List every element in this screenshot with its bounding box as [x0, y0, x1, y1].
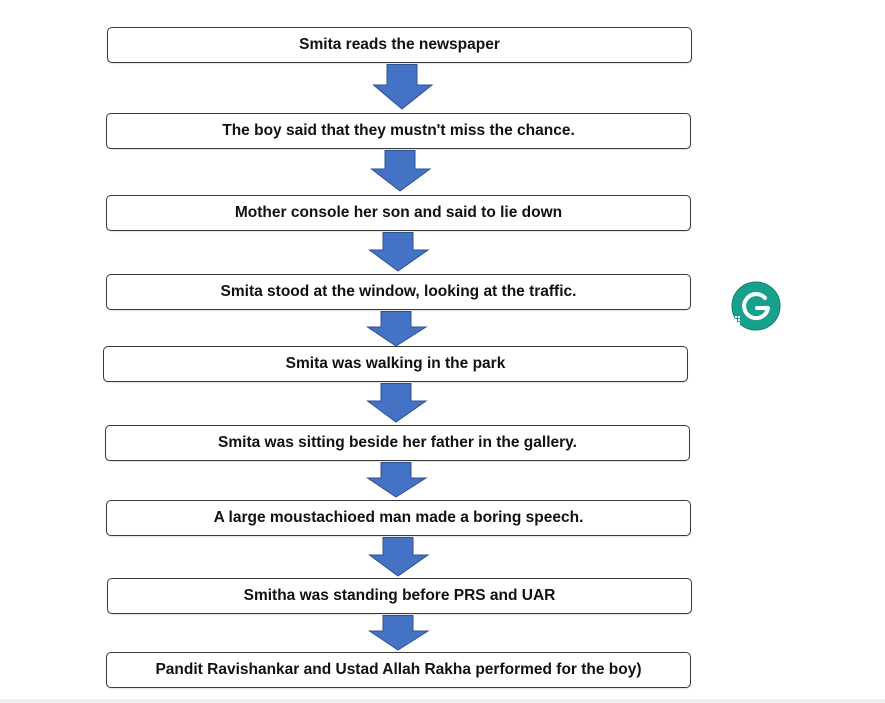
down-arrow-icon — [372, 64, 434, 110]
down-arrow-icon — [365, 311, 428, 347]
flow-step-5: Smita was walking in the park — [103, 346, 688, 382]
flow-step-2: The boy said that they mustn't miss the … — [106, 113, 691, 149]
flow-step-4: Smita stood at the window, looking at th… — [106, 274, 691, 310]
flow-step-label: Smita was walking in the park — [285, 355, 506, 372]
flow-step-label: Smitha was standing before PRS and UAR — [243, 587, 556, 604]
down-arrow-icon — [367, 537, 430, 577]
flow-step-label: Pandit Ravishankar and Ustad Allah Rakha… — [155, 661, 642, 678]
flow-step-1: Smita reads the newspaper — [107, 27, 692, 63]
flow-step-3: Mother console her son and said to lie d… — [106, 195, 691, 231]
down-arrow-icon — [365, 462, 428, 498]
flow-step-label: A large moustachioed man made a boring s… — [213, 509, 584, 526]
flow-step-9: Pandit Ravishankar and Ustad Allah Rakha… — [106, 652, 691, 688]
flow-step-label: Smita was sitting beside her father in t… — [218, 434, 577, 451]
down-arrow-icon — [370, 150, 432, 192]
down-arrow-icon — [365, 383, 428, 423]
flow-step-label: Mother console her son and said to lie d… — [234, 204, 563, 221]
flow-step-7: A large moustachioed man made a boring s… — [106, 500, 691, 536]
flow-step-label: Smita stood at the window, looking at th… — [220, 283, 577, 300]
down-arrow-icon — [367, 615, 430, 651]
page-bottom-divider — [0, 699, 885, 703]
flow-step-label: Smita reads the newspaper — [299, 36, 500, 53]
flow-step-8: Smitha was standing before PRS and UAR — [107, 578, 692, 614]
flow-step-label: The boy said that they mustn't miss the … — [222, 122, 575, 139]
flow-step-6: Smita was sitting beside her father in t… — [105, 425, 690, 461]
grammarly-icon[interactable] — [731, 281, 781, 331]
down-arrow-icon — [367, 232, 430, 272]
